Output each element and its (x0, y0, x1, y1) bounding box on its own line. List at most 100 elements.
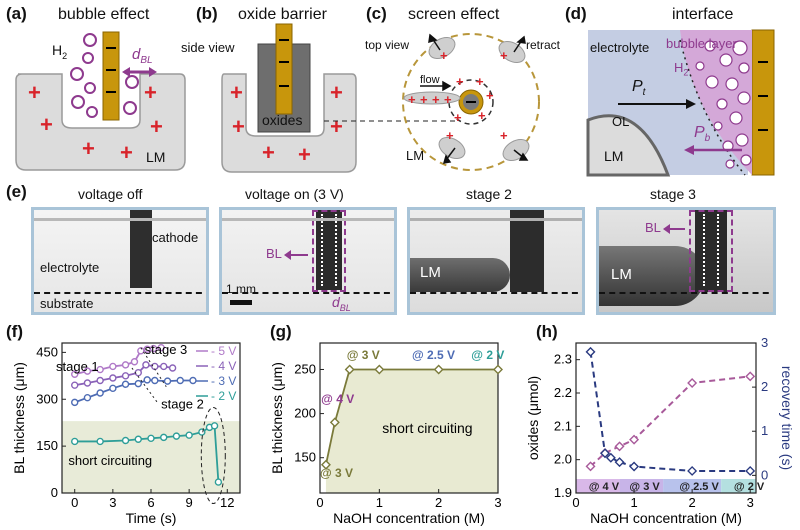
chart-h-band-1 (619, 479, 664, 493)
chart-h-point (585, 346, 596, 357)
chart-h-frame (575, 342, 757, 494)
chart-h-point (600, 448, 611, 459)
a-dbl-sub: BL (140, 55, 153, 66)
substrate-line (34, 292, 206, 294)
svg-text:+: + (232, 114, 245, 139)
chart-g-xtick-label: 0 (316, 495, 323, 510)
svg-text:+: + (454, 110, 462, 125)
cathode-rod (510, 210, 544, 292)
chart-h-point (687, 378, 698, 388)
d-pt-text: P (632, 78, 643, 95)
chart-h-xtick-label: 3 (747, 495, 754, 510)
chart-f-point (83, 393, 92, 402)
chart-g-xlabel: NaOH concentration (M) (333, 510, 485, 526)
svg-text:+: + (330, 80, 343, 105)
chart-f-point (157, 343, 165, 352)
chart-f-point (189, 376, 197, 385)
schematic-screen-effect: ++++ +++ ++ ++++ (402, 33, 540, 171)
chart-f-point (71, 398, 79, 407)
chart-g-annotation-0: @ 3 V (347, 348, 380, 362)
chart-h-ytick-right-label: 1 (761, 423, 768, 438)
d-pb-label: Pb (694, 124, 710, 144)
chart-h-point (614, 441, 625, 452)
chart-h-band-3 (721, 479, 756, 493)
photo-voltage-on: BL 1 mm dBL (219, 207, 397, 315)
chart-f-ytick-label: 300 (36, 391, 58, 406)
chart-f-point (210, 422, 219, 430)
chart-f-series-line-1 (74, 363, 173, 387)
panel-letter-c: (c) (366, 4, 387, 23)
photo-dbl-sub: BL (339, 302, 351, 313)
chart-g-annotation-2: @ 2 V (471, 348, 504, 362)
chart-f-xtick-label: 12 (220, 495, 234, 510)
cathode-rod (316, 210, 342, 290)
bl-arrow (288, 254, 308, 256)
chart-f-point (121, 380, 130, 388)
chart-f-point (176, 376, 184, 385)
chart-h-ytick-right-label: 2 (761, 379, 768, 394)
chart-f-point (143, 376, 151, 384)
chart-f-point (96, 365, 104, 374)
svg-text:+: + (408, 92, 416, 107)
bubble-layer-outline (312, 210, 346, 292)
chart-h-ytick-label: 1.9 (554, 485, 572, 500)
svg-text:+: + (120, 140, 133, 165)
lm-label: LM (611, 266, 632, 283)
svg-text:+: + (444, 92, 452, 107)
chart-f-legend-label: - 2 V (211, 389, 236, 403)
a-dbl-label: dBL (132, 46, 153, 66)
svg-text:+: + (500, 48, 508, 63)
chart-h-band-label: @ 2 V (734, 481, 765, 493)
chart-f-point (96, 437, 104, 446)
d-h2-label: H2 (674, 60, 688, 78)
chart-f-point (149, 344, 158, 353)
panel-letter-b: (b) (196, 4, 218, 23)
d-h2-text: H (674, 60, 684, 75)
bubble-layer-outline (689, 210, 733, 292)
chart-f-ytick-label: 450 (36, 344, 58, 359)
chart-f-point (214, 478, 223, 486)
chart-h-ytick-right-label: 0 (761, 467, 768, 482)
chart-h-point (687, 465, 698, 476)
d-pt-label: Pt (632, 78, 645, 98)
a-h2-text: H (52, 42, 63, 58)
chart-g-annotation-short: short circuiting (382, 420, 472, 436)
chart-h-ylabel: oxides (μmol) (525, 376, 541, 460)
chart-f-short-circuit-zone (62, 421, 240, 493)
svg-text:+: + (420, 92, 428, 107)
svg-text:+: + (500, 128, 508, 143)
chart-f-ytick-label: 0 (51, 485, 58, 500)
chart-f-point (172, 432, 181, 440)
svg-text:+: + (82, 136, 95, 161)
svg-text:+: + (150, 114, 163, 139)
chart-f-point (71, 437, 79, 446)
chart-f-xtick-label: 6 (147, 495, 154, 510)
photo-title-4: stage 3 (650, 186, 696, 202)
photo-dbl-text: d (332, 294, 340, 310)
chart-h-ytick-label: 2.0 (554, 452, 572, 467)
chart-f-legend-label: - 5 V (211, 344, 236, 358)
panel-title-a: bubble effect (58, 6, 150, 23)
meniscus-line (222, 218, 394, 221)
c-flow-label: flow (420, 74, 440, 86)
chart-f-point (151, 376, 159, 385)
svg-text:+: + (144, 80, 157, 105)
b-oxides-label: oxides (262, 112, 303, 128)
chart-f-legend-label: - 4 V (211, 359, 236, 373)
meniscus-line (34, 218, 206, 221)
bubble-dots-left (321, 214, 323, 286)
chart-g-point (374, 364, 385, 375)
c-retract-label: retract (526, 38, 561, 52)
chart-g-point (433, 364, 444, 375)
d-h2-sub: 2 (683, 67, 689, 78)
chart-f-point (137, 347, 145, 355)
chart-f-point (71, 381, 79, 389)
chart-f-point (83, 379, 92, 387)
chart-f-annotation-stage2: stage 2 (161, 397, 204, 412)
chart-f-ytick-label: 150 (36, 438, 58, 453)
svg-text:+: + (40, 112, 53, 137)
photo-stage-3: BL LM (596, 207, 776, 315)
chart-h-point (629, 461, 640, 472)
lm-droplet (410, 258, 510, 292)
